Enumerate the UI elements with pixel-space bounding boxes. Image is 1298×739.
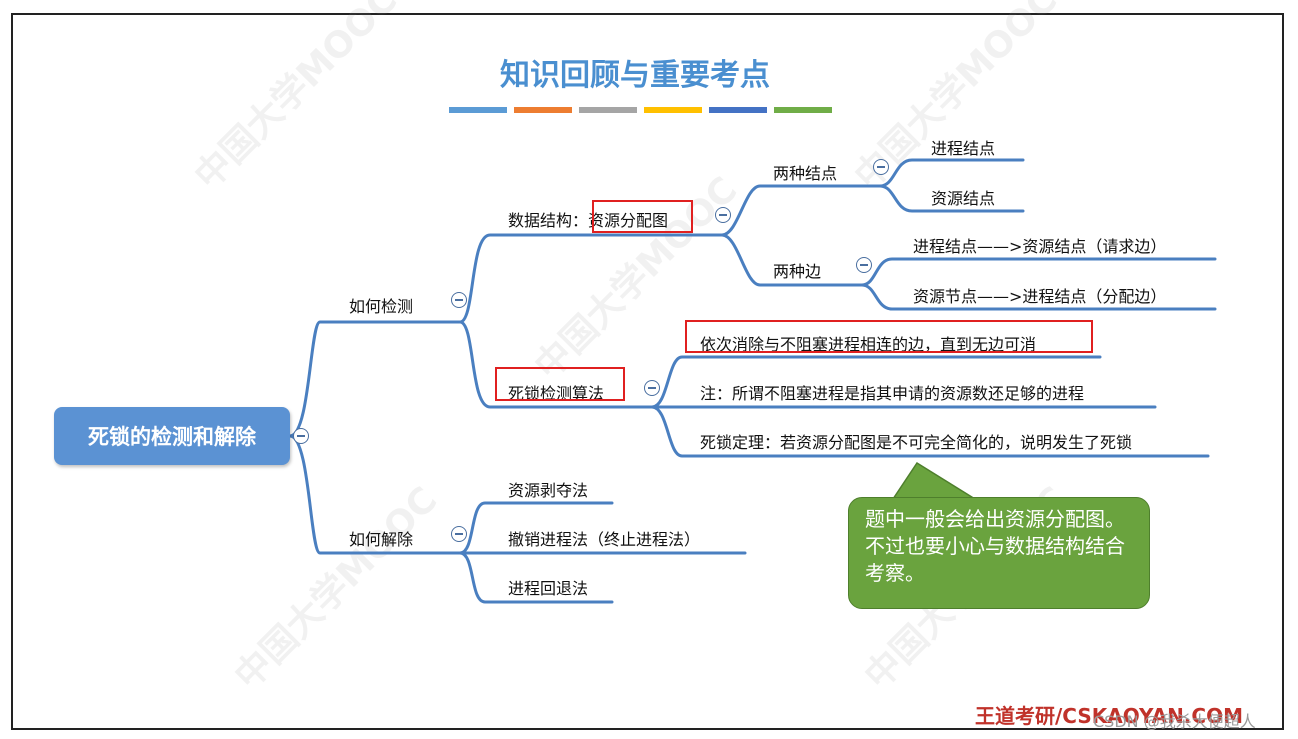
- node-process-node[interactable]: 进程结点: [931, 139, 996, 158]
- brand-footer: 王道考研/CSKAOYAN.COM: [975, 704, 1243, 728]
- node-two-edges[interactable]: 两种边: [773, 262, 822, 281]
- title-color-bar: [774, 107, 832, 113]
- title-color-bar: [709, 107, 767, 113]
- node-deadlock-theorem[interactable]: 死锁定理：若资源分配图是不可完全简化的，说明发生了死锁: [700, 433, 1133, 452]
- node-detect-algorithm[interactable]: 死锁检测算法: [508, 384, 605, 403]
- highlight-box: [495, 367, 625, 401]
- node-rollback[interactable]: 进程回退法: [508, 579, 589, 598]
- node-kill-process[interactable]: 撤销进程法（终止进程法）: [508, 530, 701, 549]
- callout-note: 题中一般会给出资源分配图。不过也要小心与数据结构结合考察。: [848, 497, 1150, 609]
- node-preempt[interactable]: 资源剥夺法: [508, 481, 589, 500]
- collapse-icon[interactable]: [644, 380, 660, 396]
- collapse-icon[interactable]: [451, 292, 467, 308]
- title-color-bar: [644, 107, 702, 113]
- collapse-icon[interactable]: [293, 428, 309, 444]
- collapse-icon[interactable]: [873, 159, 889, 175]
- root-node[interactable]: 死锁的检测和解除: [54, 407, 290, 465]
- collapse-icon[interactable]: [451, 526, 467, 542]
- highlight-box: [592, 200, 693, 233]
- slide-frame: [11, 13, 1284, 730]
- node-algo-step[interactable]: 依次消除与不阻塞进程相连的边，直到无边可消: [700, 335, 1037, 354]
- node-assign-edge[interactable]: 资源节点——>进程结点（分配边）: [913, 287, 1167, 306]
- collapse-icon[interactable]: [715, 207, 731, 223]
- node-request-edge[interactable]: 进程结点——>资源结点（请求边）: [913, 237, 1167, 256]
- node-resource-node[interactable]: 资源结点: [931, 189, 996, 208]
- node-data-structure[interactable]: 数据结构：资源分配图: [508, 207, 668, 231]
- node-how-detect[interactable]: 如何检测: [349, 297, 414, 316]
- highlight-box: [685, 320, 1093, 353]
- slide-title: 知识回顾与重要考点: [500, 58, 770, 93]
- node-how-remove[interactable]: 如何解除: [349, 530, 414, 549]
- collapse-icon[interactable]: [856, 257, 872, 273]
- node-algo-note[interactable]: 注：所谓不阻塞进程是指其申请的资源数还足够的进程: [700, 384, 1085, 403]
- csdn-watermark: CSDN @我杀大便超人: [1093, 712, 1256, 731]
- title-color-bar: [449, 107, 507, 113]
- node-two-nodes[interactable]: 两种结点: [773, 164, 838, 183]
- title-color-bar: [579, 107, 637, 113]
- title-color-bar: [514, 107, 572, 113]
- data-structure-prefix: 数据结构：: [508, 211, 589, 230]
- data-structure-boxed: 资源分配图: [588, 211, 669, 230]
